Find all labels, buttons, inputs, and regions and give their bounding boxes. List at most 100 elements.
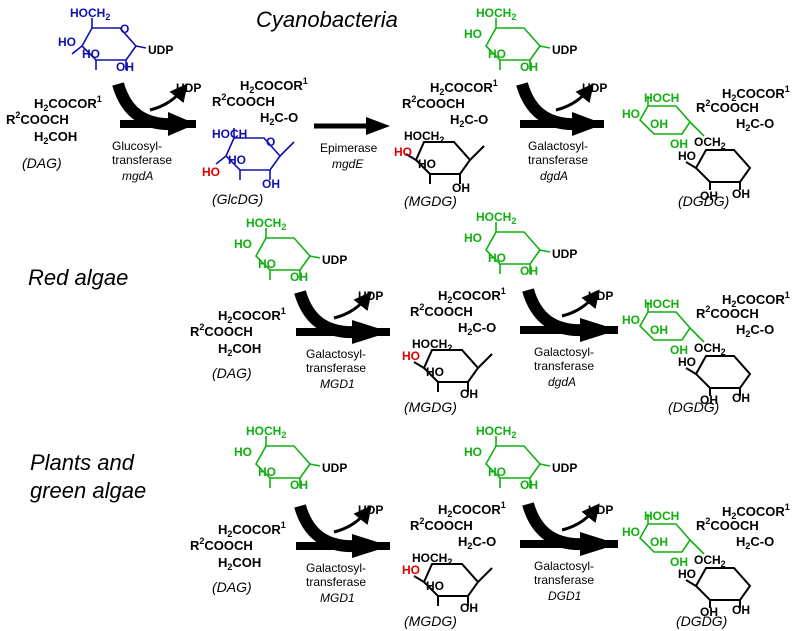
svg-text:OH: OH <box>700 189 718 203</box>
hoch2-label: HOCH2 <box>70 6 110 22</box>
svg-text:H2C-O: H2C-O <box>260 110 298 127</box>
svg-text:H2COH: H2COH <box>218 341 261 358</box>
svg-text:R2COOCH: R2COOCH <box>696 516 759 533</box>
ho-label: HO <box>58 35 76 49</box>
enzyme-glucosyl-1: Glucosyl- <box>112 139 162 153</box>
svg-text:H2COCOR1: H2COCOR1 <box>34 94 102 113</box>
ho-label-2: HO <box>82 47 100 61</box>
title-plants-line1: Plants and <box>30 450 135 475</box>
svg-text:UDP: UDP <box>322 253 347 267</box>
dag-structure-row2: H2COCOR1 R2COOCH H2COH <box>190 306 286 358</box>
svg-text:H2C-O: H2C-O <box>458 534 496 551</box>
udp-galactose-donor-row1: HOCH2 HO HO OH UDP <box>464 6 577 74</box>
svg-text:OCH2: OCH2 <box>694 341 726 357</box>
svg-text:transferase: transferase <box>534 359 594 373</box>
dgdg-structure-row1: HOCH HO OH OH H2COCOR1 R2COOCH H2C-O OCH… <box>622 84 790 203</box>
svg-text:HO: HO <box>488 465 506 479</box>
svg-text:R2COOCH: R2COOCH <box>6 110 69 127</box>
svg-text:H2COCOR1: H2COCOR1 <box>722 84 790 103</box>
reaction-arrow-glucosyl <box>112 82 196 136</box>
mgdg-structure-row2: H2COCOR1 R2COOCH H2C-O HOCH2 HO HO OH <box>402 286 506 401</box>
svg-text:H2C-O: H2C-O <box>458 320 496 337</box>
svg-text:HO: HO <box>464 231 482 245</box>
svg-text:UDP: UDP <box>582 81 607 95</box>
label-dag-row1: (DAG) <box>22 155 62 171</box>
udp-galactose-donor-row2a: HOCH2 HO HO OH UDP <box>234 216 347 284</box>
svg-text:UDP: UDP <box>588 289 613 303</box>
svg-text:OH: OH <box>262 177 280 191</box>
svg-text:HO: HO <box>488 47 506 61</box>
svg-text:transferase: transferase <box>528 153 588 167</box>
svg-text:OH: OH <box>520 478 538 492</box>
svg-text:HOCH: HOCH <box>212 127 247 141</box>
svg-text:HOCH2: HOCH2 <box>246 216 286 232</box>
udp-galactose-donor-row2b: HOCH2 HO HO OH UDP <box>464 210 577 278</box>
title-plants-line2: green algae <box>30 478 146 503</box>
svg-text:OH: OH <box>650 535 668 549</box>
svg-text:H2COCOR1: H2COCOR1 <box>438 500 506 519</box>
svg-text:HOCH: HOCH <box>644 509 679 523</box>
mgdg-structure-row3: H2COCOR1 R2COOCH H2C-O HOCH2 HO HO OH <box>402 500 506 615</box>
svg-text:H2COCOR1: H2COCOR1 <box>722 502 790 521</box>
label-mgdg-row3: (MGDG) <box>404 613 457 629</box>
svg-text:O: O <box>266 135 275 149</box>
gene-mgdE: mgdE <box>332 157 364 171</box>
udp-glucose-donor: HOCH2 HO HO OH O UDP <box>58 6 173 74</box>
udp-released-1: UDP <box>176 81 201 95</box>
reaction-arrow-mgd1-row2 <box>294 290 390 344</box>
gene-mgdA: mgdA <box>122 169 153 183</box>
svg-text:Galactosyl-: Galactosyl- <box>534 559 594 573</box>
svg-text:Galactosyl-: Galactosyl- <box>306 561 366 575</box>
reaction-arrow-mgd1-row3 <box>294 504 390 558</box>
svg-text:R2COOCH: R2COOCH <box>212 92 275 109</box>
svg-text:dgdA: dgdA <box>540 169 568 183</box>
svg-text:Galactosyl-: Galactosyl- <box>534 345 594 359</box>
svg-text:H2COCOR1: H2COCOR1 <box>240 76 308 95</box>
svg-text:UDP: UDP <box>552 247 577 261</box>
svg-text:H2COCOR1: H2COCOR1 <box>430 78 498 97</box>
svg-text:OH: OH <box>520 60 538 74</box>
label-mgdg-row1: (MGDG) <box>404 193 457 209</box>
svg-text:HO: HO <box>426 365 444 379</box>
svg-text:OH: OH <box>732 603 750 617</box>
svg-text:R2COOCH: R2COOCH <box>410 516 473 533</box>
svg-text:OH: OH <box>460 601 478 615</box>
svg-text:transferase: transferase <box>306 361 366 375</box>
mgdg-structure-row1: H2COCOR1 R2COOCH H2C-O HOCH2 HO HO OH <box>394 78 498 195</box>
svg-text:transferase: transferase <box>534 573 594 587</box>
svg-text:HO: HO <box>426 579 444 593</box>
reaction-arrow-epimerase <box>314 117 390 135</box>
svg-text:OH: OH <box>732 391 750 405</box>
svg-text:H2COH: H2COH <box>34 129 77 146</box>
svg-text:H2COCOR1: H2COCOR1 <box>438 286 506 305</box>
svg-text:OH: OH <box>452 181 470 195</box>
reaction-arrow-dgdA-row2 <box>520 288 618 342</box>
svg-text:Galactosyl-: Galactosyl- <box>528 139 588 153</box>
svg-text:HOCH: HOCH <box>644 91 679 105</box>
svg-text:OCH2: OCH2 <box>694 135 726 151</box>
svg-text:HO: HO <box>488 251 506 265</box>
svg-text:R2COOCH: R2COOCH <box>402 94 465 111</box>
title-cyanobacteria: Cyanobacteria <box>256 7 398 32</box>
svg-text:UDP: UDP <box>552 461 577 475</box>
svg-text:HO: HO <box>678 149 696 163</box>
svg-text:UDP: UDP <box>322 461 347 475</box>
svg-text:OH: OH <box>670 555 688 569</box>
udp-galactose-donor-row3a: HOCH2 HO HO OH UDP <box>234 424 347 492</box>
label-mgdg-row2: (MGDG) <box>404 399 457 415</box>
svg-text:HO: HO <box>622 525 640 539</box>
svg-text:HOCH2: HOCH2 <box>476 424 516 440</box>
svg-text:H2C-O: H2C-O <box>736 322 774 339</box>
dag-structure: H2COCOR1 R2COOCH H2COH <box>6 94 102 146</box>
svg-text:HO: HO <box>202 165 220 179</box>
svg-text:OH: OH <box>290 478 308 492</box>
svg-text:H2COCOR1: H2COCOR1 <box>722 290 790 309</box>
svg-text:OH: OH <box>520 264 538 278</box>
svg-text:HO: HO <box>228 153 246 167</box>
udp-label: UDP <box>148 43 173 57</box>
svg-text:HO: HO <box>464 445 482 459</box>
label-glcdg: (GlcDG) <box>212 191 263 207</box>
udp-galactose-donor-row3b: HOCH2 HO HO OH UDP <box>464 424 577 492</box>
svg-text:OH: OH <box>460 387 478 401</box>
